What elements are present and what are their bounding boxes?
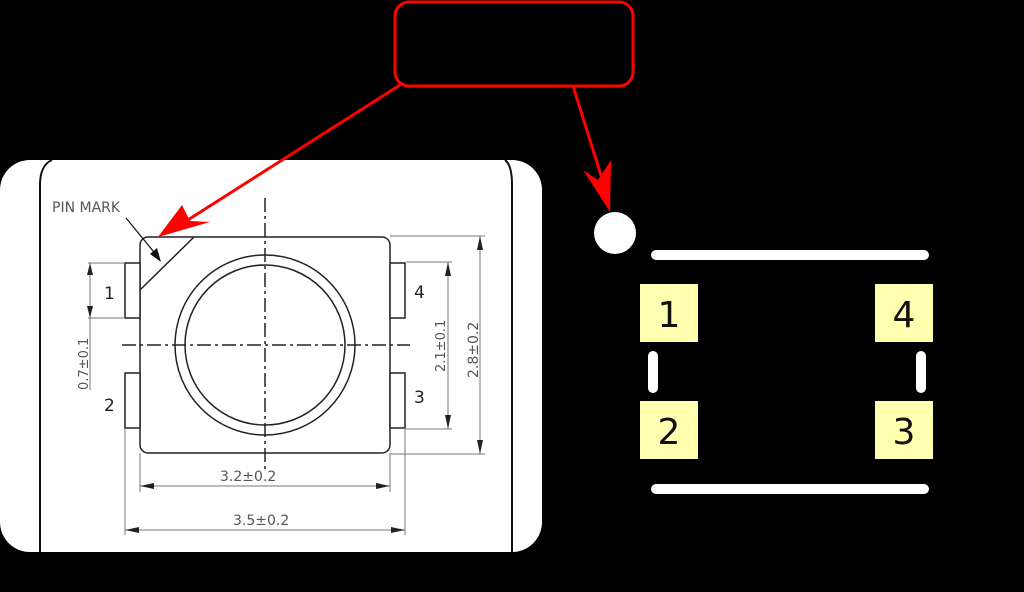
pad-2 — [640, 401, 698, 459]
pin-mark-label: PIN MARK — [52, 200, 121, 216]
pin-1-label: 1 — [104, 284, 115, 304]
pad-2-label: 2 — [658, 412, 681, 453]
callout-arrowhead-left — [158, 205, 210, 237]
callout-arrow-to-pin-mark — [179, 83, 401, 227]
svg-text:3.5±0.2: 3.5±0.2 — [233, 513, 289, 529]
pad-3-label: 3 — [893, 412, 916, 453]
svg-text:3.2±0.2: 3.2±0.2 — [220, 469, 276, 485]
pad-1-label: 1 — [658, 295, 681, 336]
dimension-pad-pitch: 0.7±0.1 — [77, 262, 125, 390]
pin-3-label: 3 — [414, 388, 425, 408]
dimension-body-width: 3.2±0.2 — [139, 453, 391, 492]
dimension-overall-width: 3.5±0.2 — [124, 428, 406, 535]
dimension-pad-span: 2.1±0.1 — [406, 261, 452, 430]
svg-text:2.8±0.2: 2.8±0.2 — [466, 322, 482, 378]
pin-1-lead — [124, 262, 141, 319]
pad-4 — [875, 284, 933, 342]
callout-arrow-to-footprint-marker — [571, 85, 606, 186]
drawing-frame-left — [39, 159, 53, 552]
svg-text:0.7±0.1: 0.7±0.1 — [77, 338, 92, 390]
pin-4-label: 4 — [414, 283, 425, 303]
pin-1-marker-dot — [594, 212, 636, 254]
pin-2-label: 2 — [104, 396, 115, 416]
pin-2-lead — [124, 372, 141, 429]
pad-1 — [640, 284, 698, 342]
package-outline — [122, 198, 410, 470]
pin-3-lead — [389, 372, 406, 429]
svg-text:2.1±0.1: 2.1±0.1 — [434, 320, 449, 372]
drawing-frame-right — [504, 159, 513, 552]
pin-4-lead — [389, 262, 406, 319]
callout-arrowhead-right — [583, 160, 611, 212]
callout-box — [393, 0, 635, 88]
pad-3 — [875, 401, 933, 459]
pad-4-label: 4 — [893, 295, 916, 336]
pin-mark-leader-arrowhead — [150, 248, 161, 262]
pcb-footprint: 1 4 2 3 — [594, 212, 933, 494]
pin-mark-leader — [125, 217, 159, 258]
dimension-body-height: 2.8±0.2 — [390, 235, 485, 455]
